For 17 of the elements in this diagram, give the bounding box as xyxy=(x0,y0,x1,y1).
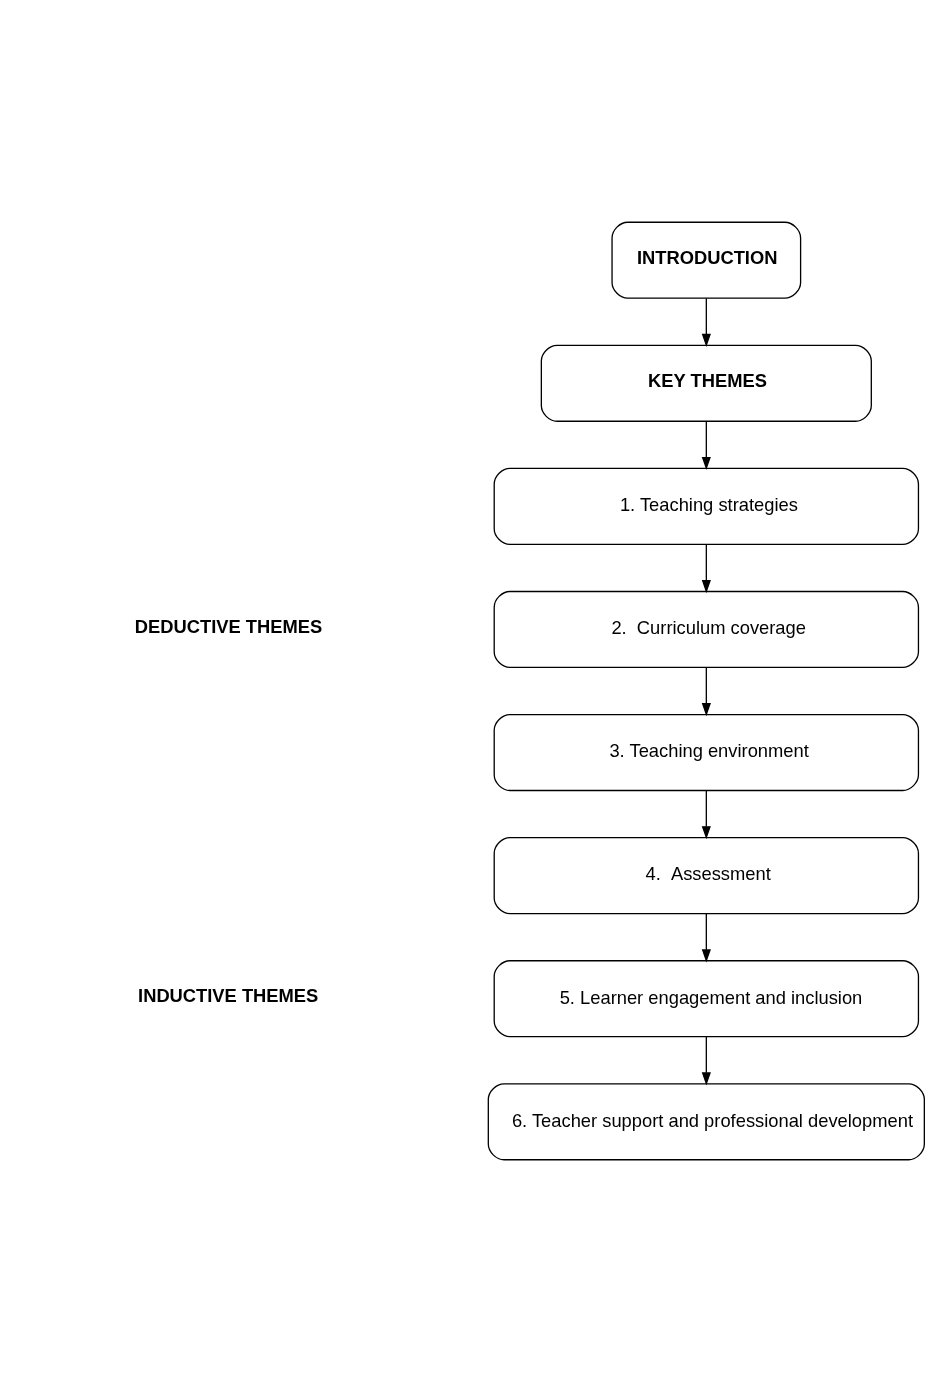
arrow xyxy=(701,420,711,470)
label: DEDUCTIVE THEMES xyxy=(134,615,323,637)
arrow xyxy=(701,789,711,839)
arrow xyxy=(701,1035,711,1085)
node-box: 6. Teacher support and professional development xyxy=(487,1082,925,1160)
node-box: 4. Assessment xyxy=(493,836,920,914)
node-box: 3. Teaching environment xyxy=(493,713,920,791)
node-box: 5. Learner engagement and inclusion xyxy=(493,959,920,1037)
arrow xyxy=(701,543,711,593)
node-box: 1. Teaching strategies xyxy=(493,467,920,545)
arrow xyxy=(701,912,711,962)
node-box: KEY THEMES xyxy=(540,344,872,422)
arrow xyxy=(701,666,711,716)
arrow xyxy=(701,297,711,347)
label: INDUCTIVE THEMES xyxy=(138,984,319,1006)
node-box: INTRODUCTION xyxy=(611,221,802,299)
node-box: 2. Curriculum coverage xyxy=(493,590,920,668)
